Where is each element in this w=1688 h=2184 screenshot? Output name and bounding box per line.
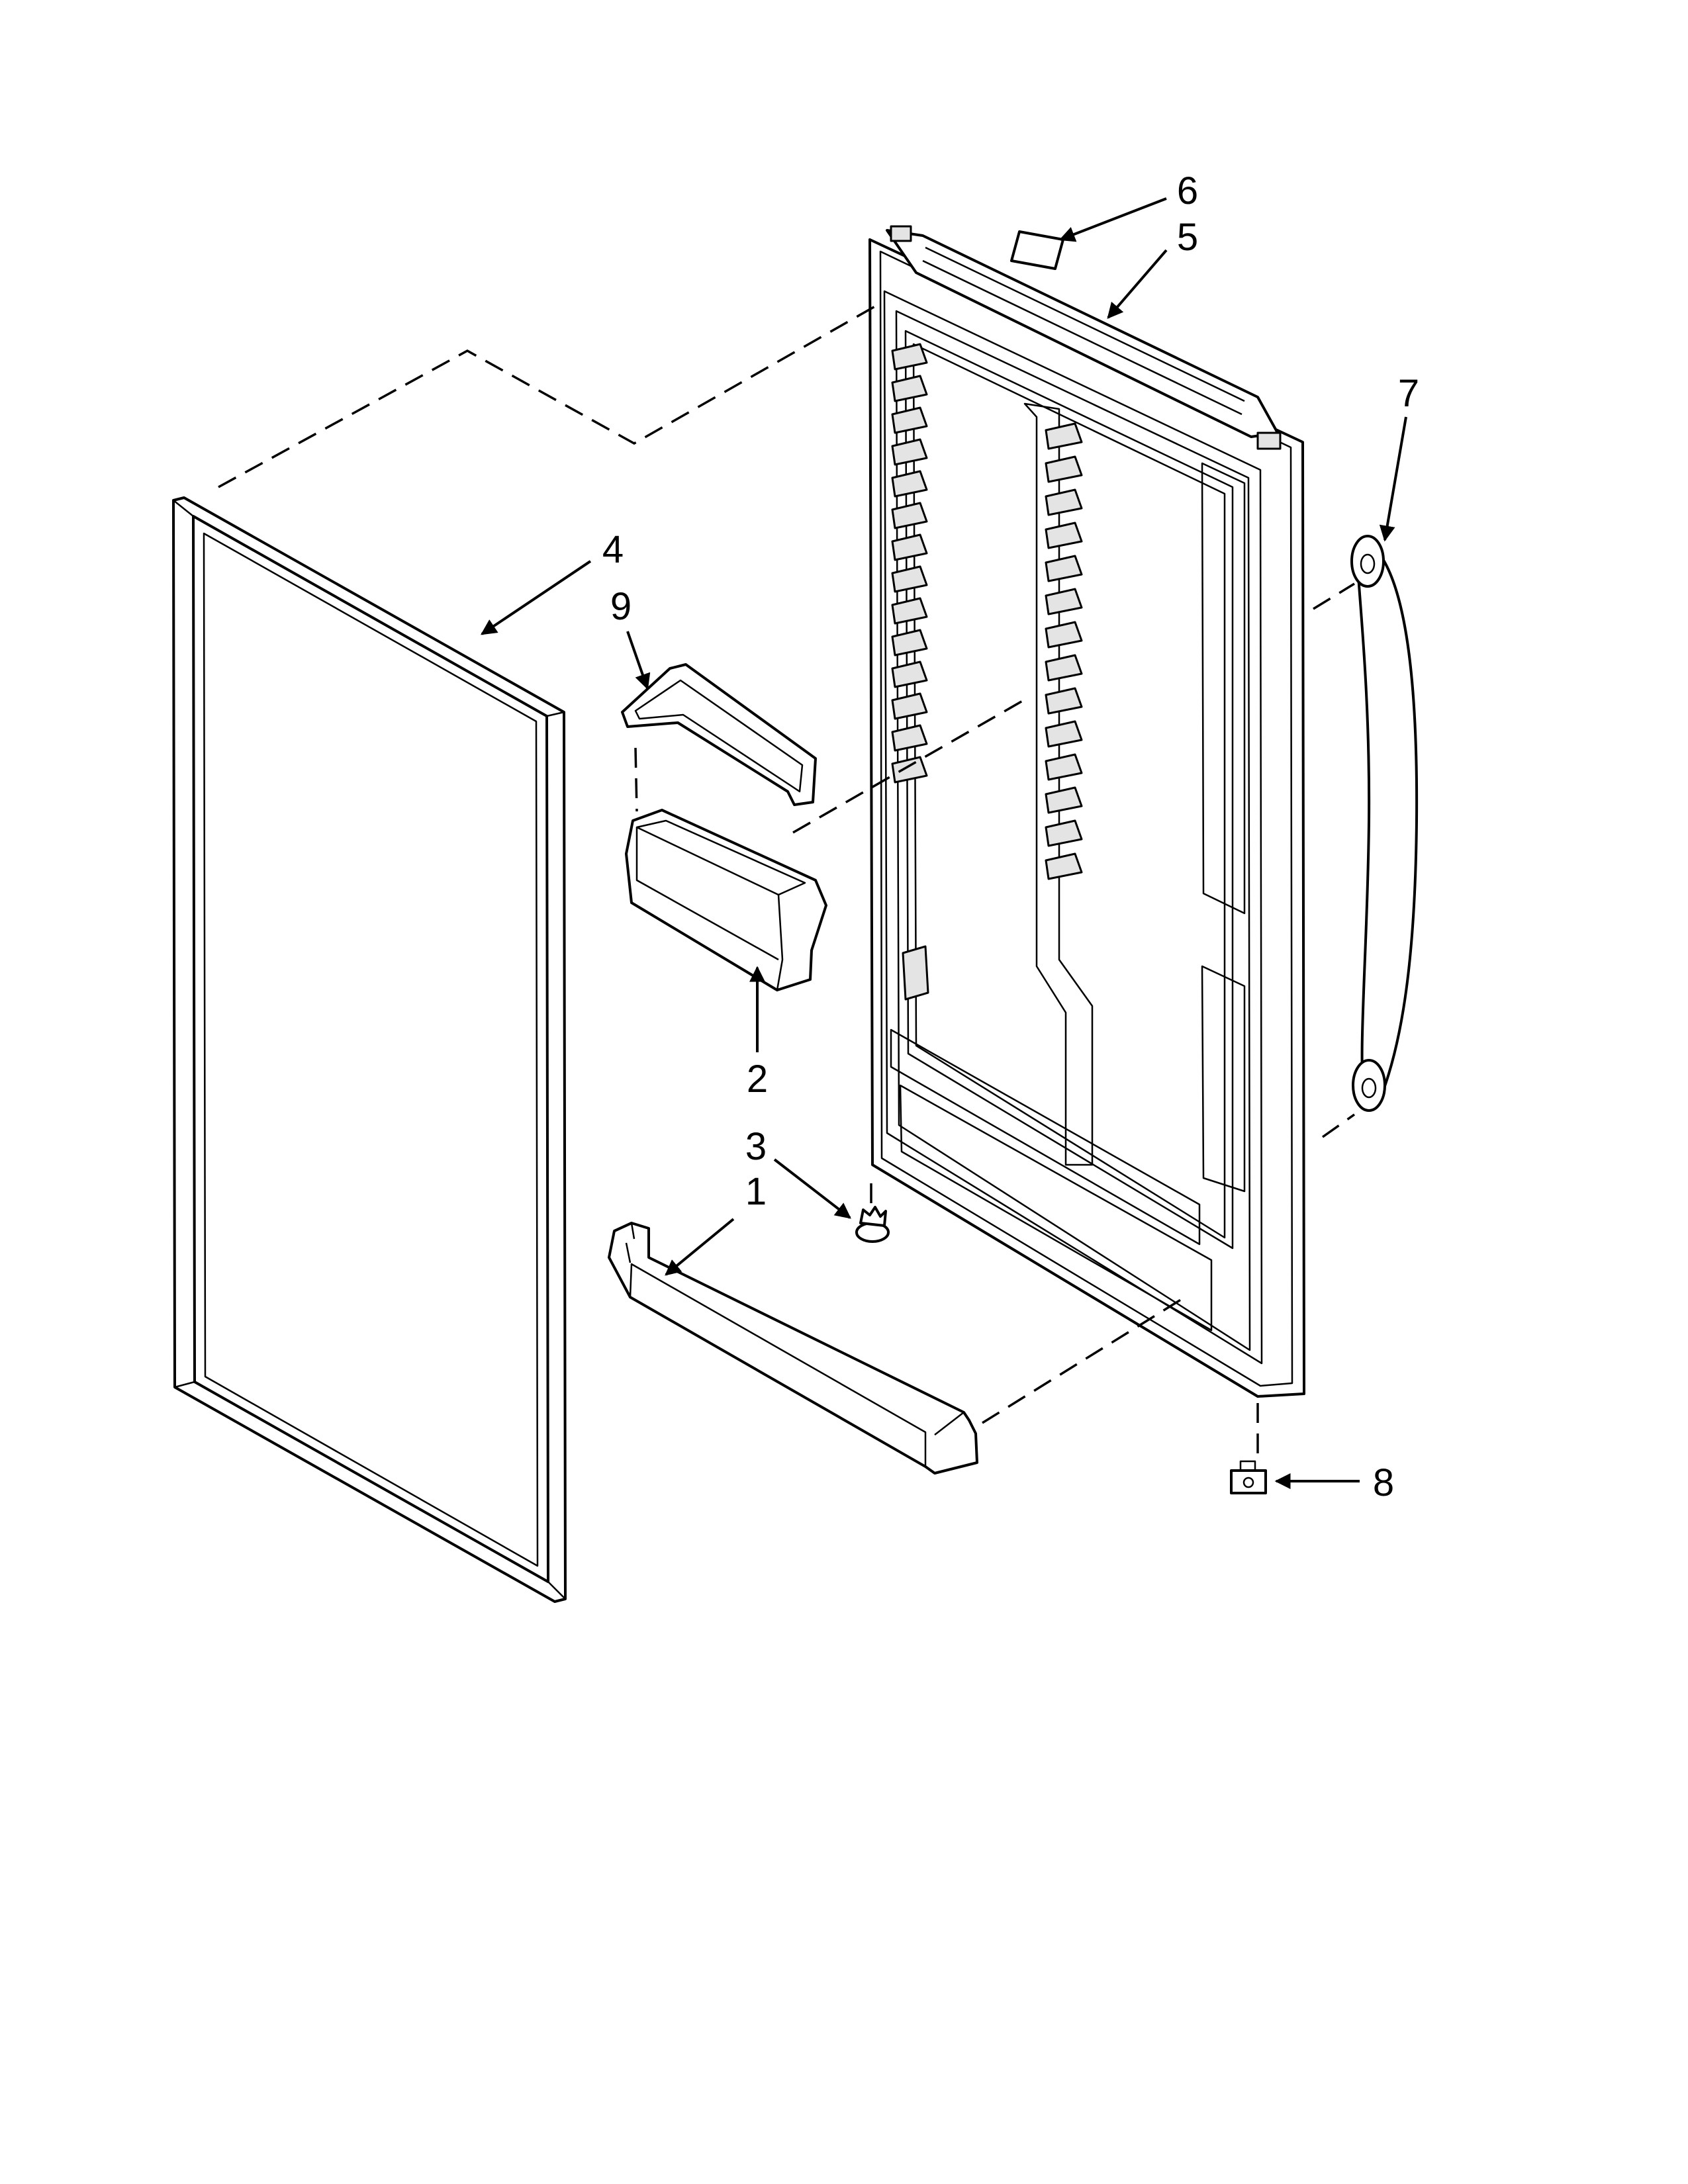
leader-arrows [481,197,1407,1489]
door-top-trim [886,225,1282,450]
callout-7: 7 [1398,372,1419,415]
callout-5: 5 [1177,216,1198,259]
label-plate [1010,230,1064,270]
callout-3: 3 [745,1125,767,1168]
callout-8: 8 [1373,1461,1394,1504]
door-handle [1350,535,1419,1112]
callout-4: 4 [602,528,624,571]
assembly-lines [218,300,1356,1456]
shelf-clips-left [891,343,928,784]
callout-2: 2 [747,1058,768,1101]
callout-6: 6 [1177,169,1198,212]
callout-labels: 6 5 7 4 9 2 3 1 8 [602,169,1419,1504]
hinge-bushing [1230,1460,1267,1494]
door-liner [868,238,1305,1398]
callout-9: 9 [610,585,632,628]
lower-door-bin [608,1222,978,1475]
door-gasket [172,496,567,1603]
door-stop [855,1206,890,1243]
shelf-clips-right [1045,422,1083,880]
callout-1: 1 [745,1170,767,1213]
bin-cover [621,663,817,806]
door-bin [625,809,827,991]
